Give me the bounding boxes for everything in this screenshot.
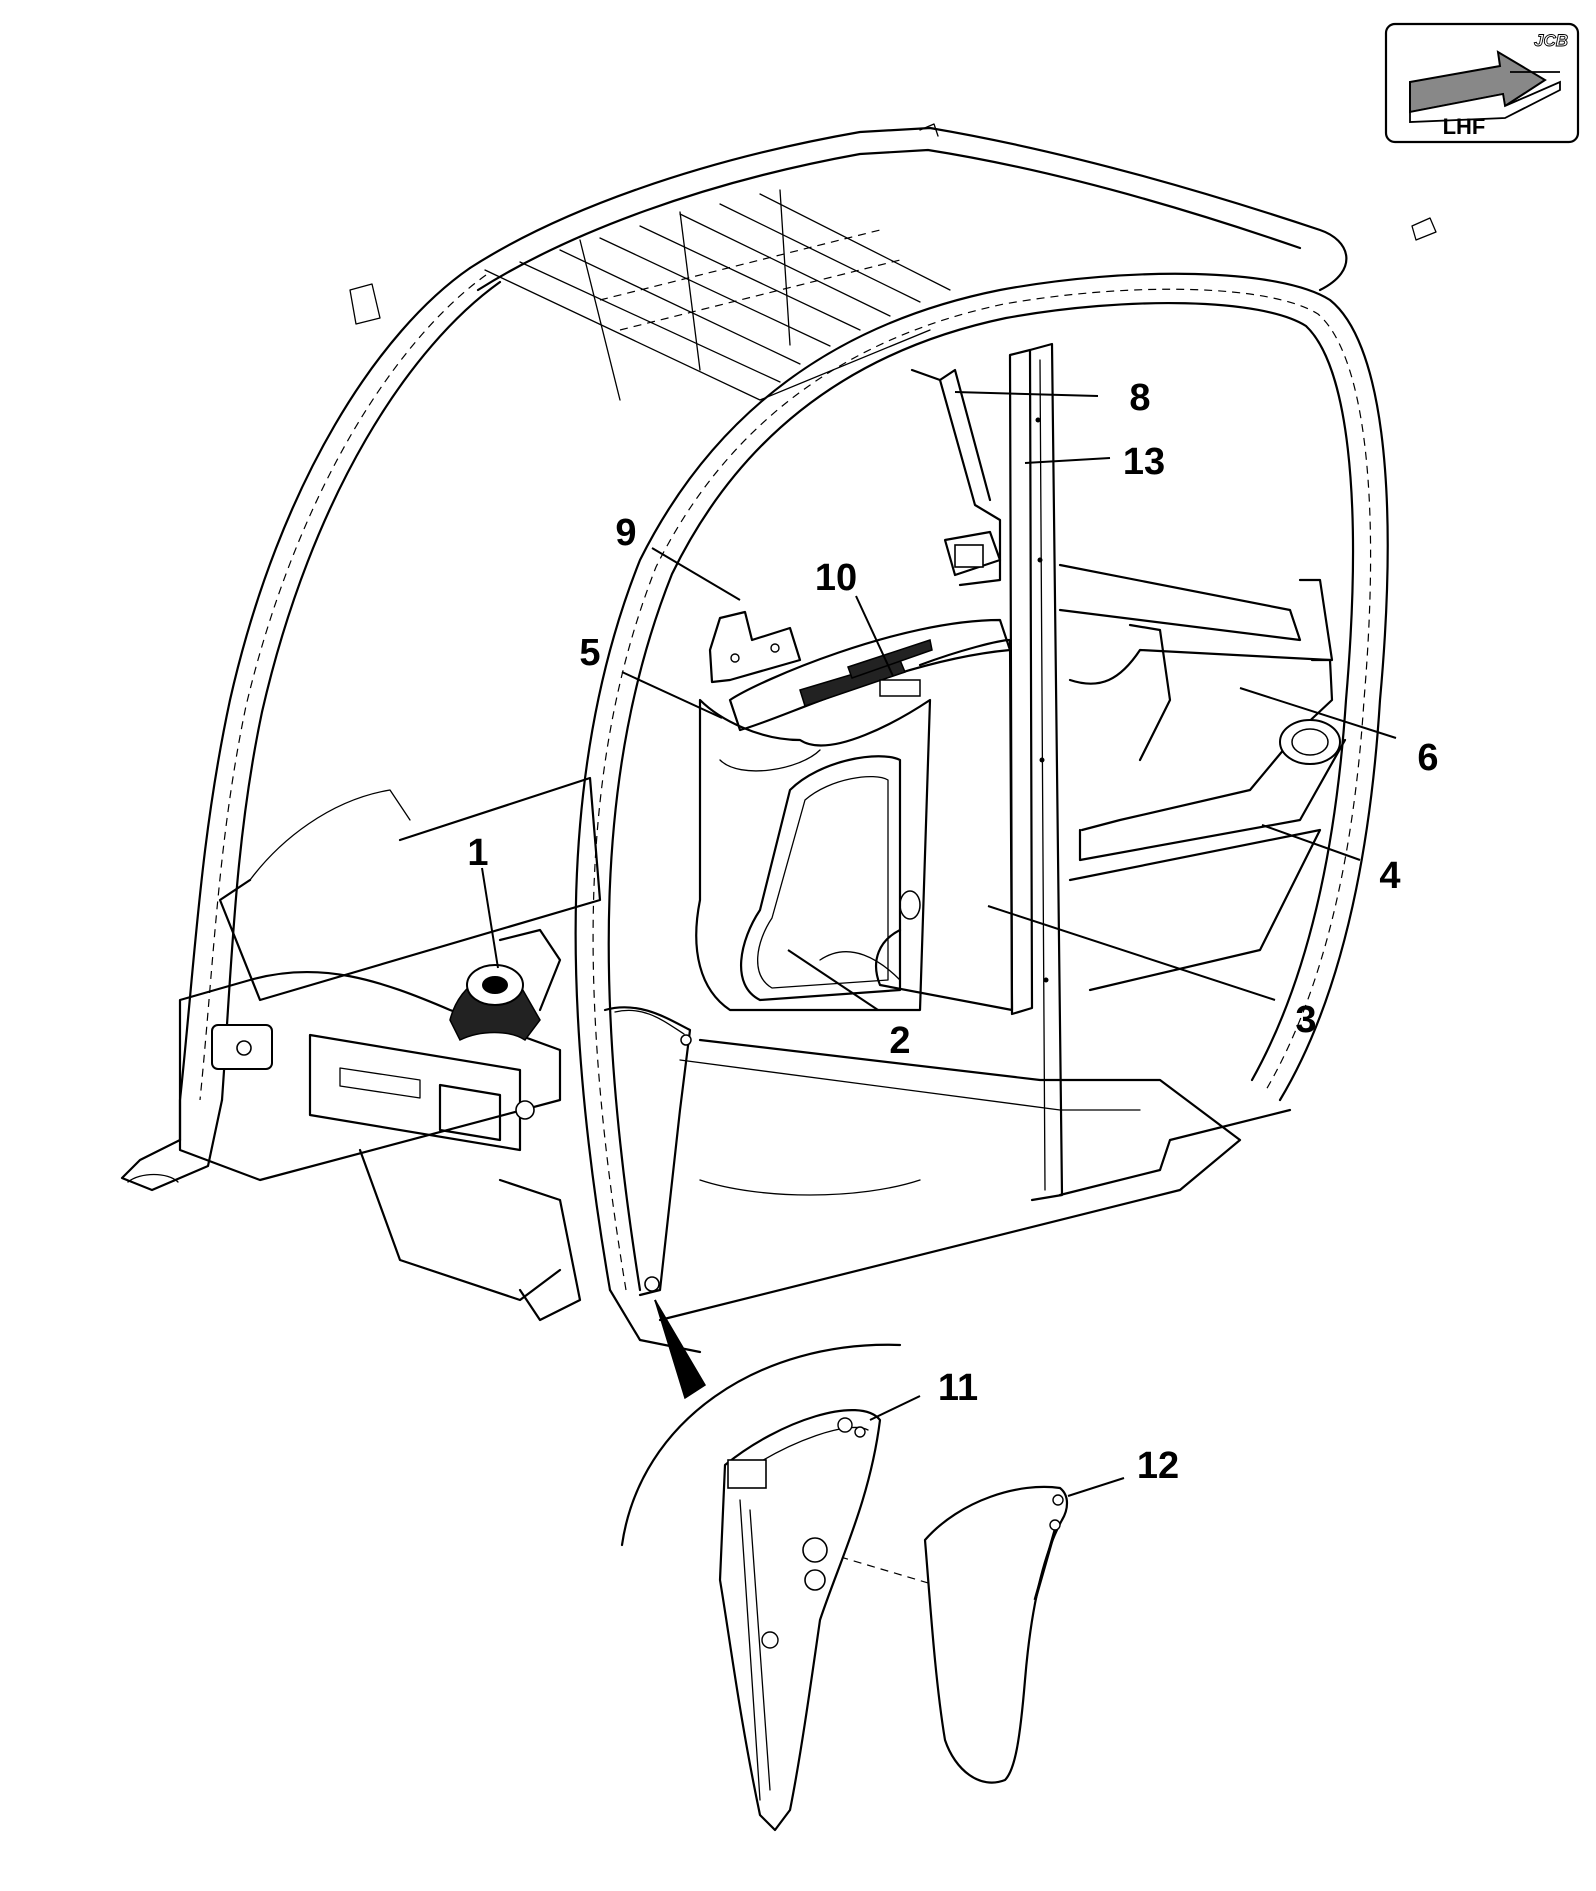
bracket bbox=[708, 610, 802, 684]
rear-left-pillar bbox=[120, 266, 502, 1192]
callouts: 1 2 3 4 5 6 8 9 10 11 12 13 bbox=[467, 377, 1438, 1487]
trim-part-11 bbox=[718, 1409, 882, 1832]
callout-11: 11 bbox=[938, 1367, 978, 1409]
arrow-icon bbox=[1409, 50, 1561, 123]
callout-9: 9 bbox=[615, 512, 636, 554]
view-label: LHF bbox=[1443, 114, 1486, 139]
callout-2: 2 bbox=[889, 1020, 910, 1062]
side-console bbox=[1068, 623, 1347, 992]
callout-3: 3 bbox=[1295, 999, 1316, 1041]
callout-5: 5 bbox=[579, 632, 600, 674]
detail-view bbox=[620, 1299, 936, 1586]
rear-trim-panel bbox=[819, 638, 1014, 1012]
b-pillar bbox=[1008, 342, 1064, 1202]
front-corner-trim bbox=[695, 698, 932, 1012]
view-badge: JCB LHF bbox=[1384, 22, 1580, 144]
callout-8: 8 bbox=[1129, 377, 1150, 419]
front-dashboard bbox=[178, 970, 582, 1322]
cab-floor bbox=[218, 776, 1292, 1322]
brand-logo: JCB bbox=[1534, 31, 1568, 50]
callout-1: 1 bbox=[467, 832, 488, 874]
front-door-frame bbox=[574, 272, 1389, 1354]
leader-lines bbox=[481, 391, 1397, 1497]
callout-4: 4 bbox=[1379, 855, 1400, 897]
cab-roof bbox=[349, 123, 1437, 401]
trim-part-12 bbox=[923, 1485, 1069, 1784]
callout-6: 6 bbox=[1417, 737, 1438, 779]
callout-10: 10 bbox=[815, 557, 857, 599]
steering-column bbox=[449, 928, 562, 1042]
a-pillar-trim bbox=[603, 1006, 692, 1297]
callout-13: 13 bbox=[1123, 441, 1165, 483]
rear-pillar-trim bbox=[910, 368, 1002, 587]
callout-12: 12 bbox=[1137, 1445, 1179, 1487]
rear-window-frame bbox=[1058, 563, 1334, 662]
rear-shelf bbox=[719, 618, 1012, 772]
